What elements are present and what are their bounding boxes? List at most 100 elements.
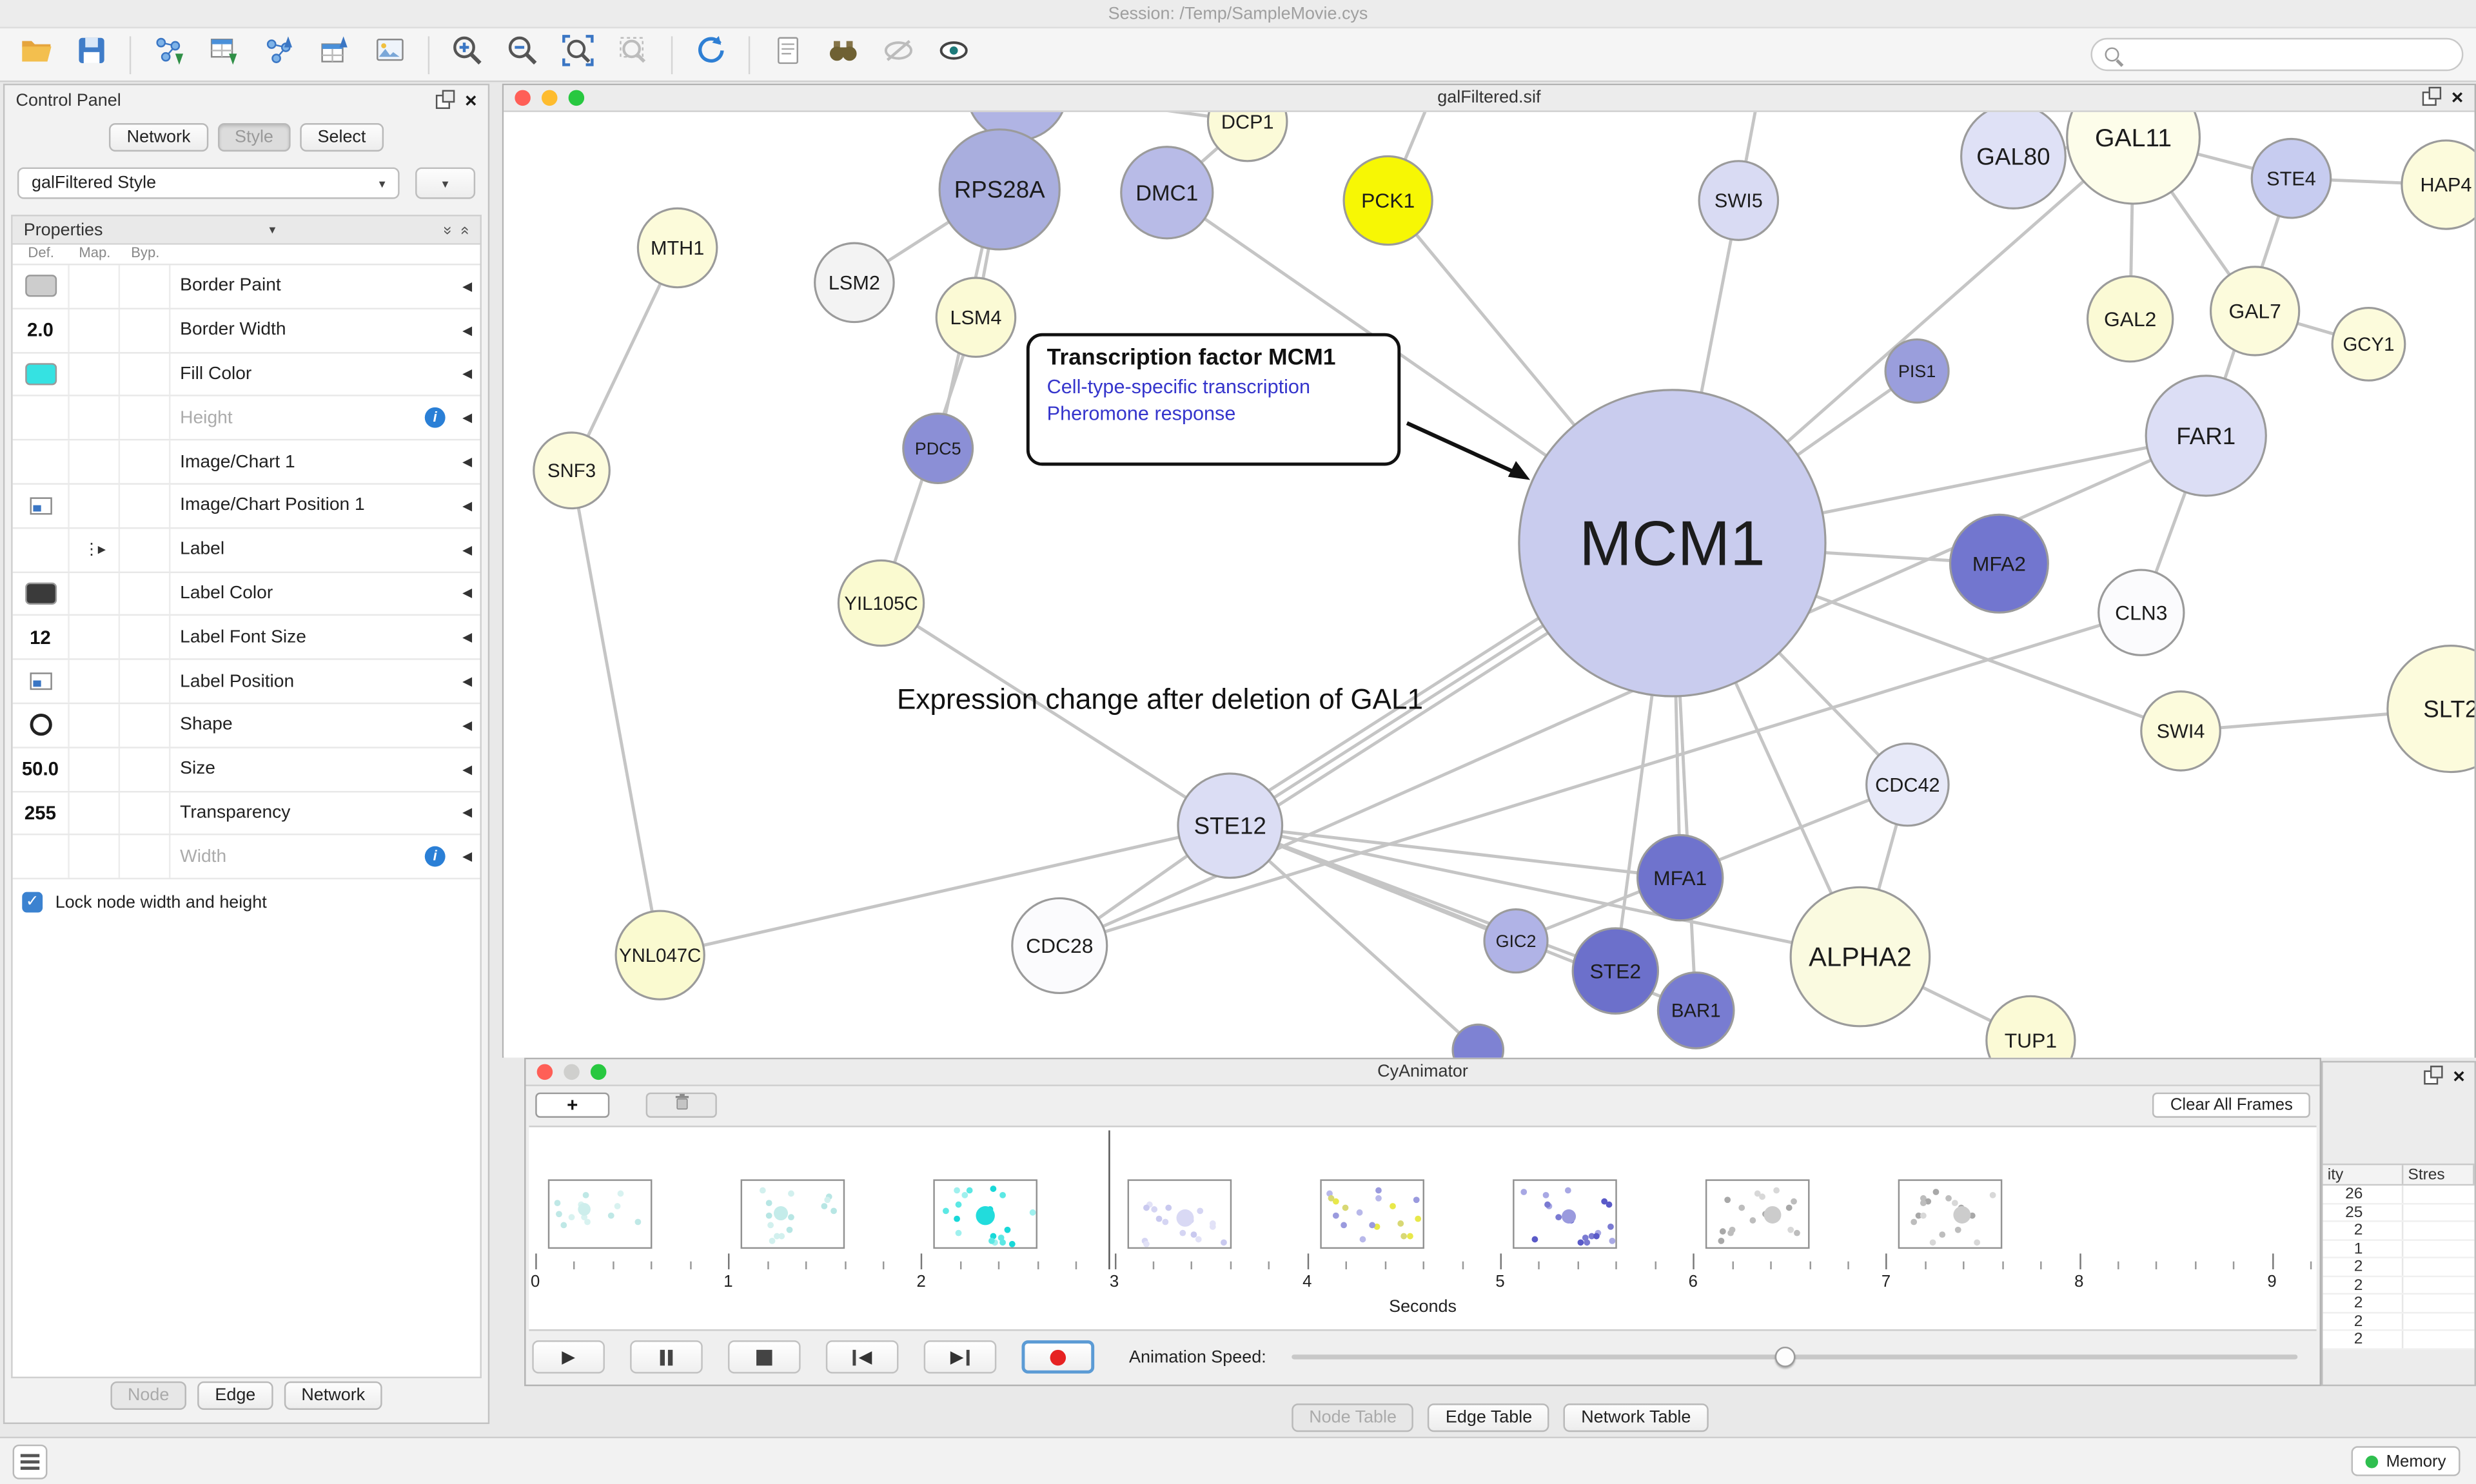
import-network-button[interactable] (145, 32, 192, 77)
memory-button[interactable]: Memory (2351, 1446, 2461, 1476)
status-menu-button[interactable] (12, 1444, 48, 1479)
annotation-link[interactable]: Cell-type-specific transcription (1046, 375, 1311, 398)
hide-selected-button[interactable] (875, 32, 922, 77)
tab-select[interactable]: Select (300, 123, 384, 152)
skip-to-start-button[interactable]: ◀ (825, 1340, 899, 1374)
export-table-button[interactable] (311, 32, 358, 77)
clear-all-frames-button[interactable]: Clear All Frames (2152, 1092, 2310, 1118)
stop-button[interactable] (727, 1340, 801, 1374)
minimize-traffic-light[interactable] (542, 90, 558, 106)
expand-row-icon[interactable]: ◀ (462, 806, 473, 821)
frame-thumbnail[interactable] (741, 1179, 845, 1249)
frame-thumbnail[interactable] (547, 1179, 653, 1249)
close-icon[interactable]: × (2451, 85, 2464, 109)
style-options-button[interactable]: ▾ (415, 167, 476, 199)
export-network-button[interactable] (256, 32, 303, 77)
results-table-row[interactable]: 2 (2323, 1313, 2475, 1331)
tab-style[interactable]: Style (217, 123, 291, 152)
results-table-row[interactable]: 2 (2323, 1331, 2475, 1349)
shape-circle-icon[interactable] (29, 714, 52, 737)
property-row[interactable]: Shape◀ (12, 704, 480, 748)
play-button[interactable]: ▶ (532, 1340, 605, 1374)
property-row[interactable]: Fill Color◀ (12, 353, 480, 397)
record-button[interactable] (1021, 1340, 1095, 1374)
checkbox-checked-icon[interactable]: ✓ (22, 892, 43, 913)
save-session-button[interactable] (68, 32, 115, 77)
expand-row-icon[interactable]: ◀ (462, 674, 473, 688)
color-swatch[interactable] (24, 363, 56, 386)
find-network-button[interactable] (820, 32, 867, 77)
frame-thumbnail[interactable] (1705, 1179, 1810, 1249)
zoom-selected-button[interactable] (609, 32, 656, 77)
network-search[interactable] (2090, 37, 2464, 72)
property-row[interactable]: Label Color◀ (12, 572, 480, 617)
zoom-fit-button[interactable] (555, 32, 602, 77)
float-window-icon[interactable] (2424, 1064, 2444, 1084)
results-column-header[interactable]: Stres (2403, 1165, 2475, 1184)
minimize-traffic-light[interactable] (564, 1064, 580, 1080)
expand-row-icon[interactable]: ◀ (462, 762, 473, 777)
cp-tab-network[interactable]: Network (284, 1381, 383, 1410)
close-traffic-light[interactable] (515, 90, 531, 106)
timeline-playhead[interactable] (1108, 1130, 1110, 1269)
table-tab-node-table[interactable]: Node Table (1292, 1403, 1414, 1432)
annotation-link[interactable]: Pheromone response (1046, 402, 1236, 425)
results-table-row[interactable]: 2 (2323, 1258, 2475, 1277)
expand-row-icon[interactable]: ◀ (462, 279, 473, 294)
close-icon[interactable]: × (464, 88, 477, 112)
property-row[interactable]: ⋮▸Label◀ (12, 528, 480, 572)
info-icon[interactable]: i (424, 846, 446, 868)
delete-frame-button[interactable] (645, 1092, 717, 1118)
animation-speed-slider[interactable] (1291, 1340, 2298, 1373)
skip-to-end-button[interactable]: ▶ (923, 1340, 997, 1374)
expand-row-icon[interactable]: ◀ (462, 630, 473, 645)
results-table-row[interactable]: 1 (2323, 1240, 2475, 1258)
open-session-button[interactable] (13, 32, 60, 77)
expand-row-icon[interactable]: ◀ (462, 454, 473, 469)
expand-row-icon[interactable]: ◀ (462, 323, 473, 338)
show-all-button[interactable] (930, 32, 977, 77)
expand-row-icon[interactable]: ◀ (462, 586, 473, 601)
position-icon[interactable] (29, 497, 52, 515)
property-row[interactable]: Border Paint◀ (12, 265, 480, 309)
close-icon[interactable]: × (2453, 1064, 2465, 1088)
style-dropdown[interactable]: galFiltered Style ▾ (17, 167, 400, 199)
frame-thumbnail[interactable] (1513, 1179, 1617, 1249)
expand-row-icon[interactable]: ◀ (462, 411, 473, 425)
expand-row-icon[interactable]: ◀ (462, 542, 473, 557)
table-tab-network-table[interactable]: Network Table (1564, 1403, 1709, 1432)
zoom-in-button[interactable] (444, 32, 491, 77)
expand-row-icon[interactable]: ◀ (462, 850, 473, 864)
collapse-all-icon[interactable]: » (438, 225, 456, 235)
results-table-row[interactable]: 2 (2323, 1222, 2475, 1240)
clipboard-button[interactable] (764, 32, 811, 77)
close-traffic-light[interactable] (536, 1064, 553, 1080)
expand-row-icon[interactable]: ◀ (462, 718, 473, 732)
frame-thumbnail[interactable] (934, 1179, 1038, 1249)
mapping-icon[interactable]: ⋮▸ (70, 528, 121, 571)
import-table-button[interactable] (201, 32, 248, 77)
cp-tab-edge[interactable]: Edge (197, 1381, 273, 1410)
zoom-out-button[interactable] (499, 32, 546, 77)
color-swatch[interactable] (24, 582, 56, 605)
zoom-traffic-light[interactable] (568, 90, 585, 106)
float-window-icon[interactable] (436, 89, 456, 108)
results-table-row[interactable]: 26 (2323, 1186, 2475, 1204)
results-table-row[interactable]: 2 (2323, 1276, 2475, 1295)
results-column-header[interactable]: ity (2323, 1165, 2404, 1184)
properties-header[interactable]: Properties ▾ »« (12, 216, 480, 245)
zoom-traffic-light[interactable] (590, 1064, 607, 1080)
frame-thumbnail[interactable] (1319, 1179, 1424, 1249)
table-tab-edge-table[interactable]: Edge Table (1428, 1403, 1550, 1432)
frame-thumbnail[interactable] (1126, 1179, 1232, 1249)
add-frame-button[interactable]: + (535, 1092, 610, 1118)
search-input[interactable] (2127, 44, 2450, 64)
